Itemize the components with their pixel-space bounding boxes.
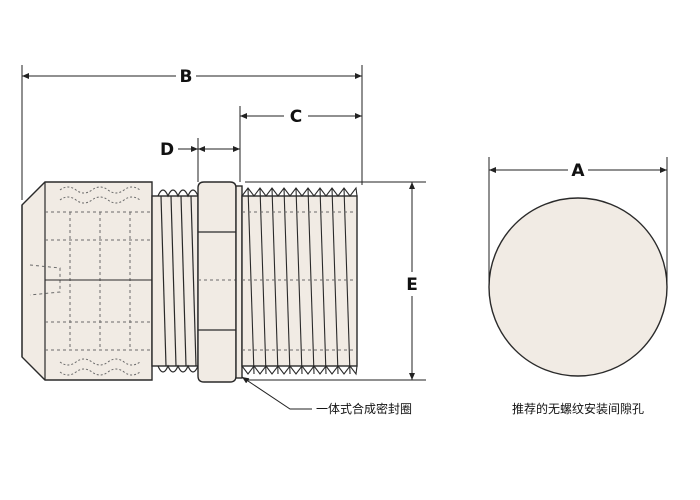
dimension-e-label: E	[406, 275, 418, 295]
dimension-b-label: B	[180, 67, 193, 87]
hidden-lines-thread	[242, 211, 357, 351]
dimension-a-label: A	[571, 161, 585, 181]
male-thread-crests	[241, 186, 358, 376]
seal-caption: 一体式合成密封圈	[316, 401, 412, 416]
clearance-hole-circle	[488, 197, 668, 377]
cable-gland-side-view	[21, 181, 358, 383]
compression-thread-crests	[157, 189, 199, 373]
clearance-hole-caption: 推荐的无螺纹安装间隙孔	[512, 401, 644, 416]
clearance-hole-view	[488, 157, 668, 377]
dimension-lines	[21, 65, 426, 410]
dimension-d-label: D	[160, 140, 174, 160]
sealing-ring	[235, 185, 243, 379]
hex-body	[197, 181, 237, 383]
seal-leader-line	[241, 376, 312, 410]
dimension-c-label: C	[290, 107, 302, 127]
compression-thread	[151, 195, 199, 367]
